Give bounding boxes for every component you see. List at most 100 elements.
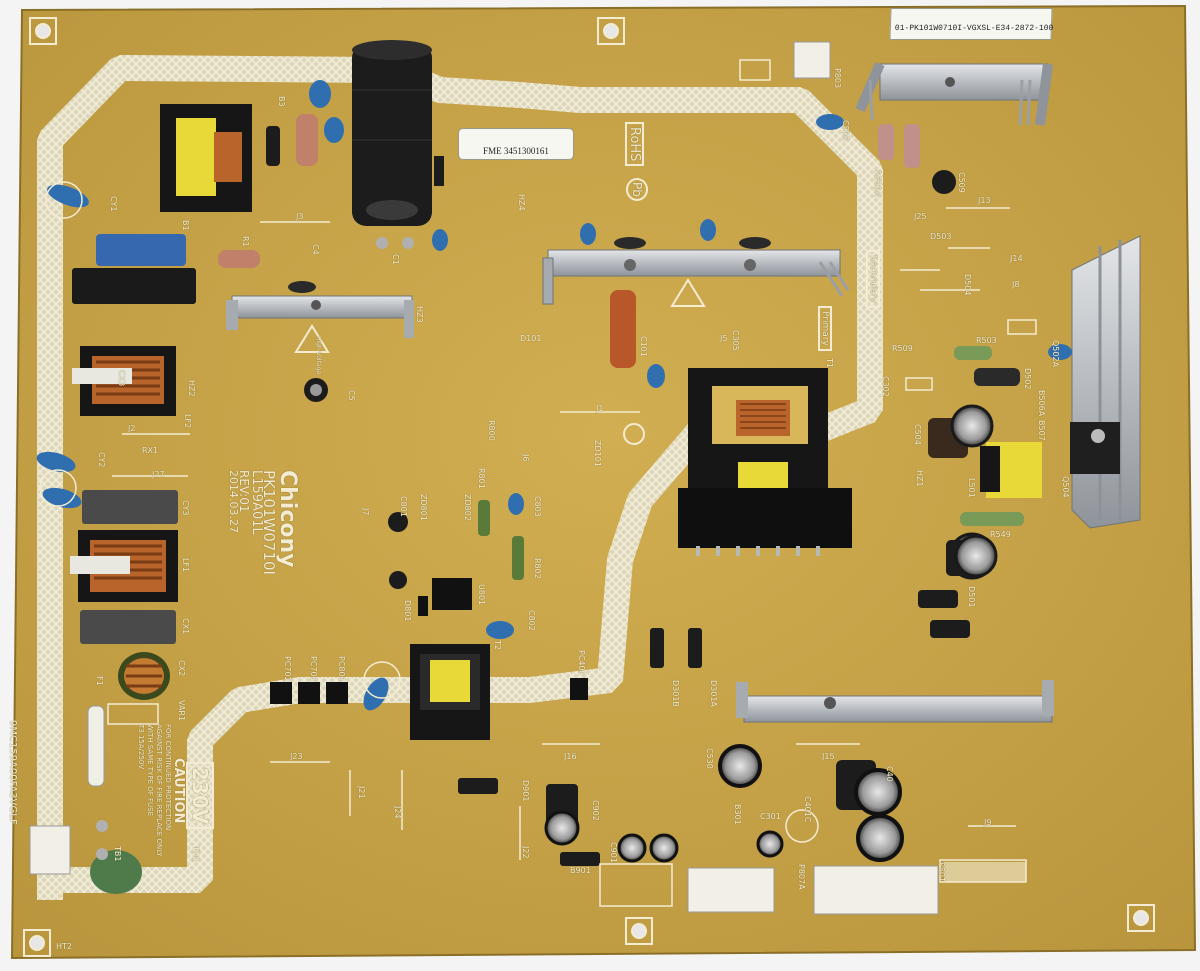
bulk-capacitor bbox=[352, 40, 432, 249]
refdes-zd101: ZD101 bbox=[593, 440, 602, 467]
refdes-d801: D801 bbox=[403, 600, 412, 622]
refdes-c305: C305 bbox=[731, 330, 740, 351]
y-capacitors bbox=[36, 80, 1072, 711]
refdes-q502a: Q502A bbox=[1051, 340, 1060, 368]
refdes-d502: D502 bbox=[1023, 368, 1032, 390]
refdes-d101: D101 bbox=[520, 334, 542, 343]
refdes-hz2: HZ2 bbox=[187, 380, 196, 397]
refdes-c801: C801 bbox=[399, 496, 408, 517]
refdes-c902: C902 bbox=[591, 800, 600, 821]
refdes-r800: R800 bbox=[487, 420, 496, 441]
bridge-rectifier bbox=[72, 268, 196, 304]
standby-transformer bbox=[410, 644, 490, 740]
refdes-r802: R802 bbox=[533, 558, 542, 579]
refdes-d501: D501 bbox=[967, 586, 976, 608]
refdes-zd801: ZD801 bbox=[419, 494, 428, 521]
refdes-th1: TH1 bbox=[191, 846, 200, 862]
voltage-mark: 230V bbox=[186, 762, 214, 830]
refdes-r503: R503 bbox=[976, 336, 997, 345]
refdes-cx2: CX2 bbox=[177, 660, 186, 677]
refdes-j15: J15 bbox=[822, 752, 835, 761]
refdes-pc701: PC701 bbox=[309, 656, 318, 682]
refdes-j14: J14 bbox=[1010, 254, 1023, 263]
caution-line-3: WITH SAME TYPE OF FUSE bbox=[146, 724, 154, 816]
refdes-j1: J1 bbox=[596, 404, 604, 413]
refdes-c4: C4 bbox=[311, 244, 320, 255]
refdes-b3: B3 bbox=[277, 96, 286, 107]
refdes-b301: B301 bbox=[733, 804, 742, 825]
refdes-c505: C505 bbox=[841, 120, 850, 141]
common-mode-choke-lf2 bbox=[72, 346, 176, 416]
refdes-j3: J3 bbox=[296, 212, 304, 221]
refdes-r801: R801 bbox=[477, 468, 486, 489]
ground-screw-2 bbox=[96, 848, 108, 860]
fme-label: FME 3451300161 bbox=[458, 128, 574, 160]
refdes-j6: J6 bbox=[521, 454, 530, 462]
pcb-number: L159A01L bbox=[249, 470, 264, 535]
refdes-f1: F1 bbox=[95, 676, 104, 686]
rohs-mark: RoHS bbox=[625, 122, 644, 167]
refdes-p807a: P807A bbox=[797, 864, 806, 890]
fuse bbox=[87, 705, 105, 787]
axial-components bbox=[218, 114, 1042, 866]
x-capacitor-blue bbox=[96, 234, 186, 266]
refdes-cy2: CY2 bbox=[97, 452, 106, 468]
refdes-t1: T1 bbox=[825, 358, 834, 368]
refdes-b1: B1 bbox=[181, 220, 190, 231]
refdes-j2: J2 bbox=[128, 424, 136, 433]
refdes-u801: U801 bbox=[477, 584, 486, 606]
refdes-c530: C530 bbox=[705, 748, 714, 769]
high-voltage-text: High-Voltage bbox=[315, 336, 322, 375]
refdes-r1: R1 bbox=[241, 236, 250, 247]
refdes-ht2: HT2 bbox=[56, 942, 72, 951]
inductor-lf3 bbox=[118, 652, 170, 700]
refdes-l501: L501 bbox=[967, 478, 976, 498]
refdes-p803: P803 bbox=[833, 68, 842, 89]
refdes-c5: C5 bbox=[347, 390, 356, 401]
refdes-j22: J22 bbox=[521, 846, 530, 859]
serial-number-label: 01-PK101W0710I-VGXSL-E34-2872-100 bbox=[889, 8, 1053, 40]
refdes-cy3: CY3 bbox=[181, 500, 190, 516]
main-transformer bbox=[678, 368, 852, 556]
refdes-j21: J21 bbox=[357, 786, 366, 799]
refdes-c302: C302 bbox=[881, 376, 890, 397]
refdes-var1: VAR1 bbox=[177, 700, 186, 722]
heatsink-bottom bbox=[736, 680, 1054, 723]
refdes-q504: Q504 bbox=[1061, 476, 1070, 498]
refdes-c101: C101 bbox=[639, 336, 648, 357]
refdes-b901: B901 bbox=[570, 866, 591, 875]
refdes-b506a: B506A bbox=[1037, 390, 1046, 417]
refdes-pc702: PC702 bbox=[283, 656, 292, 682]
refdes-p801: P801 bbox=[937, 862, 946, 883]
pb-free-mark: Pb bbox=[626, 178, 648, 201]
refdes-j7: J7 bbox=[361, 508, 370, 516]
ground-screw bbox=[96, 820, 108, 832]
refdes-j23: J23 bbox=[290, 752, 303, 761]
refdes-d503: D503 bbox=[930, 232, 952, 241]
heatsink-right-vertical bbox=[1070, 235, 1141, 529]
refdes-r502a: R502A bbox=[873, 170, 882, 197]
common-mode-choke-lf1 bbox=[70, 530, 178, 602]
refdes-hz1: HZ1 bbox=[915, 470, 924, 487]
refdes-d901: D901 bbox=[521, 780, 530, 802]
refdes-j9: J9 bbox=[984, 818, 992, 827]
refdes-j27: J27 bbox=[152, 470, 165, 479]
refdes-lf1: LF1 bbox=[181, 558, 190, 573]
refdes-tb1: TB1 bbox=[113, 846, 122, 862]
connectors bbox=[29, 41, 1026, 915]
refdes-pc801: PC801 bbox=[337, 656, 346, 682]
board-part-number: 9MC159A00FA3VGLF bbox=[7, 720, 18, 825]
refdes-cy1: CY1 bbox=[109, 196, 118, 212]
ics-and-optocouplers bbox=[270, 578, 588, 704]
refdes-pc401: PC401 bbox=[577, 650, 586, 676]
refdes-c802: C802 bbox=[527, 610, 536, 631]
refdes-j25: J25 bbox=[914, 212, 927, 221]
high-voltage-warning-icon bbox=[294, 278, 706, 445]
refdes-c509: C509 bbox=[957, 172, 966, 193]
caution-line-2: AGAINST RISK OF FIRE REPLACE ONLY bbox=[155, 724, 163, 857]
heatsink-pfc bbox=[226, 281, 414, 338]
refdes-c901: C901 bbox=[609, 842, 618, 863]
refdes-hz4: HZ4 bbox=[517, 194, 526, 211]
date-code: 2014.03.27 bbox=[227, 470, 240, 533]
